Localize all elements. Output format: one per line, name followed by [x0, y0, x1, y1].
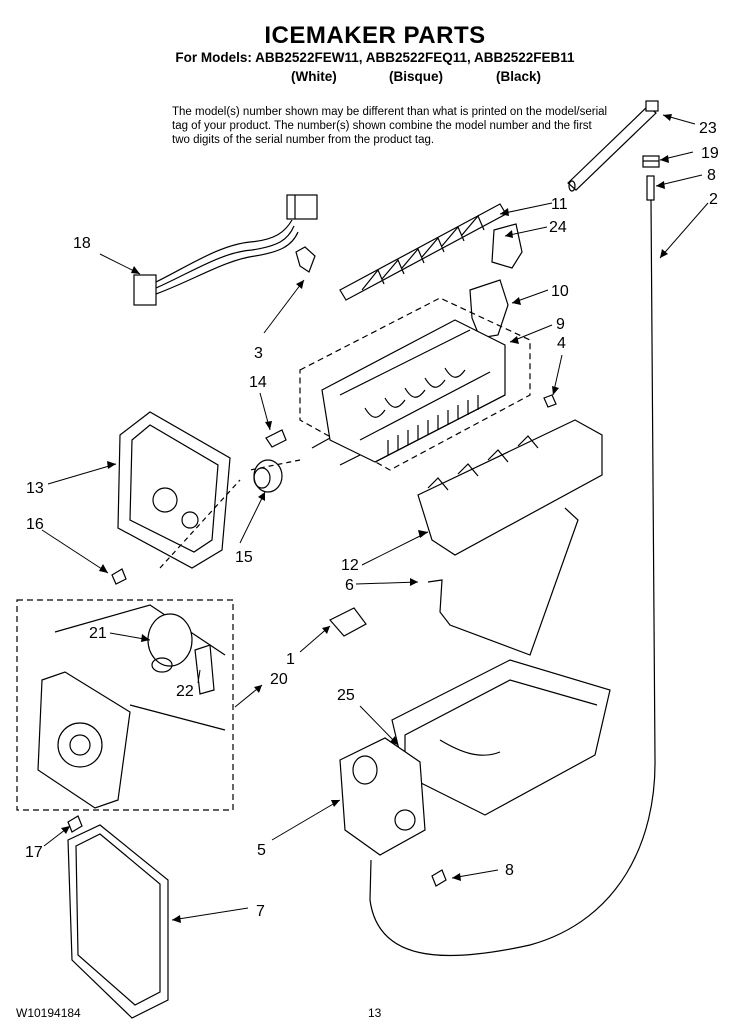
- callout-4: 4: [557, 335, 566, 352]
- ejector-part: [339, 203, 507, 301]
- document-number: W10194184: [16, 1006, 81, 1020]
- alignment-line: [159, 459, 301, 569]
- switch-part: [194, 644, 215, 695]
- stripper-part: [417, 419, 603, 556]
- page-number: 13: [368, 1006, 382, 1020]
- heater-terminal: [311, 437, 361, 466]
- wire-harness-part: [133, 194, 318, 306]
- callout-3: 3: [254, 345, 263, 362]
- callout-5: 5: [257, 842, 266, 859]
- callout-6: 6: [345, 577, 354, 594]
- module-plate-part: [37, 671, 131, 809]
- water-tube-part: [369, 199, 656, 957]
- callout-7: 7: [256, 903, 265, 920]
- callout-9: 9: [556, 316, 565, 333]
- callout-18: 18: [73, 235, 91, 252]
- module-motor-part: [147, 613, 193, 673]
- callout-23: 23: [699, 120, 717, 137]
- screw-17-part: [67, 815, 83, 833]
- screw-8-part: [431, 869, 447, 887]
- mold-assembly-boundary: [299, 297, 531, 471]
- callout-24: 24: [549, 219, 567, 236]
- control-housing-part: [117, 411, 231, 569]
- callout-20: 20: [270, 671, 288, 688]
- water-valve-part: [339, 737, 426, 856]
- callout-13: 13: [26, 480, 44, 497]
- callout-12: 12: [341, 557, 359, 574]
- model-number-note: The model(s) number shown may be differe…: [172, 106, 608, 146]
- ice-mold-part: [321, 319, 506, 463]
- callout-14: 14: [249, 374, 267, 391]
- color-white: (White): [291, 69, 337, 84]
- fitting-part: [646, 175, 655, 201]
- clip-part: [295, 246, 316, 273]
- callout-labels: 23 19 8 2 11 24 18 10 9 4 3 14 13 16 15 …: [25, 120, 719, 920]
- color-black: (Black): [496, 69, 542, 84]
- screw-part: [543, 394, 557, 408]
- module-guide-line: [54, 604, 226, 731]
- model-numbers: For Models: ABB2522FEW11, ABB2522FEQ11, …: [175, 50, 575, 65]
- callout-1: 1: [286, 651, 295, 668]
- cam-part: [491, 223, 523, 269]
- callout-11: 11: [551, 196, 568, 213]
- fill-tube-part: [567, 100, 659, 192]
- callout-21: 21: [89, 625, 107, 642]
- color-bisque: (Bisque): [389, 69, 443, 84]
- nut-part: [642, 155, 660, 168]
- cover-part: [67, 824, 169, 1019]
- ice-bin-part: [391, 659, 611, 816]
- shutoff-arm-part: [427, 507, 579, 656]
- callout-17: 17: [25, 844, 43, 861]
- module-assembly-boundary: [16, 599, 234, 811]
- callout-8-bottom: 8: [505, 862, 514, 879]
- callout-19: 19: [701, 145, 719, 162]
- callout-2: 2: [709, 191, 718, 208]
- callout-16: 16: [26, 516, 44, 533]
- callout-10: 10: [551, 283, 569, 300]
- screw-16-part: [111, 568, 127, 585]
- page-title: ICEMAKER PARTS: [264, 22, 486, 49]
- callout-8-top: 8: [707, 167, 716, 184]
- callout-15: 15: [235, 549, 253, 566]
- callout-22: 22: [176, 683, 194, 700]
- mounting-bracket-part: [329, 607, 367, 637]
- callout-25: 25: [337, 687, 355, 704]
- lever-part: [265, 429, 287, 448]
- bracket-part: [469, 279, 509, 339]
- leader-arrowheads: [61, 114, 672, 923]
